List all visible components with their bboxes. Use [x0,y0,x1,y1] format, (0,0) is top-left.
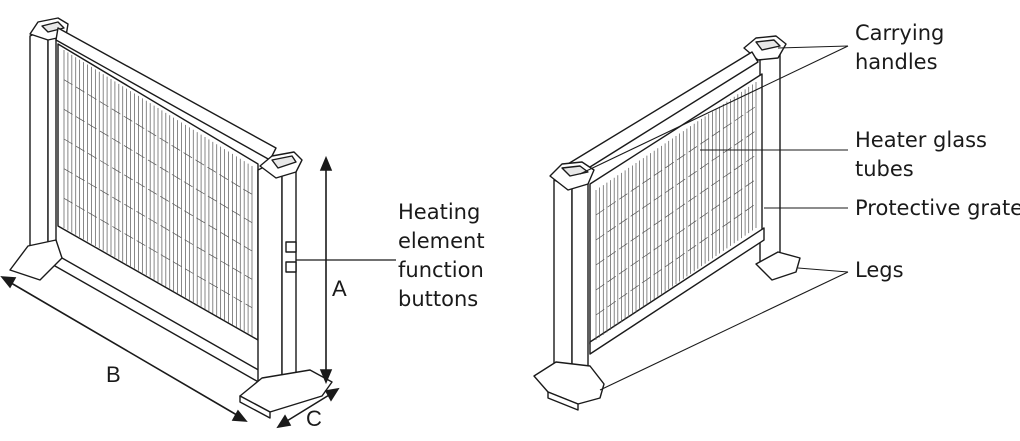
leader-legs-1 [797,267,849,273]
label-line: Heater glass [855,128,987,152]
right-back-foot [755,251,801,281]
leader-handles-1 [777,45,849,49]
grate-bar-line [595,130,757,241]
label-carrying-handles: Carrying handles [855,19,944,77]
right-front-cap-top [561,165,589,177]
left-button-2 [285,261,297,273]
arrow-b-right [231,409,248,422]
label-line: function [398,258,484,282]
dimension-line-b [5,279,243,419]
arrow-a-top [319,155,333,171]
left-heater [9,17,333,419]
right-glass-tubes [595,82,757,340]
left-front-cap-top [271,155,297,169]
left-back-post-side [47,27,57,249]
dimension-line-c [281,391,335,425]
label-line: tubes [855,157,914,181]
right-front-foot [533,361,605,405]
right-front-post [553,179,573,375]
dimension-label-b: B [106,362,121,387]
grate-bar-line [595,106,757,216]
grate-bar-line [595,203,757,316]
left-annotations [0,155,396,429]
left-back-foot [9,239,63,281]
left-back-cap-top [41,21,65,33]
left-button-1 [285,241,297,253]
arrow-a-bottom [319,369,333,385]
right-base-bar [589,227,765,355]
grate-bar-line [63,168,253,280]
right-annotations [579,45,849,391]
grate-bar-line [63,138,253,252]
label-line: Carrying [855,21,945,45]
left-front-post [257,157,283,393]
leader-handles-2 [579,45,849,175]
right-front-foot-base [547,391,579,411]
label-protective-grate: Protective grate [855,196,1020,220]
right-front-post-side [571,179,589,375]
grate-bar-line [63,79,253,195]
left-back-post [29,27,49,257]
left-glass-tubes [63,50,253,336]
label-legs: Legs [855,258,904,282]
label-line: Heating [398,200,481,224]
label-line: buttons [398,287,479,311]
arrow-c-right [324,387,340,402]
leader-legs-2 [599,271,849,391]
dimension-label-a: A [332,276,347,301]
arrow-c-left [276,414,292,429]
label-heating-element-buttons: Heating element function buttons [398,198,485,314]
right-back-cap-top [755,39,781,51]
right-heater [533,35,801,411]
arrow-b-left [0,276,17,289]
label-heater-glass-tubes: Heater glass tubes [855,126,987,184]
grate-bar-line [63,198,253,308]
grate-bar-line [595,154,757,266]
label-line: handles [855,50,938,74]
left-front-foot-base [239,395,271,419]
dimension-label-c: C [306,406,322,431]
grate-bar-line [595,179,757,291]
grate-bar-line [63,109,253,223]
label-line: element [398,229,485,253]
